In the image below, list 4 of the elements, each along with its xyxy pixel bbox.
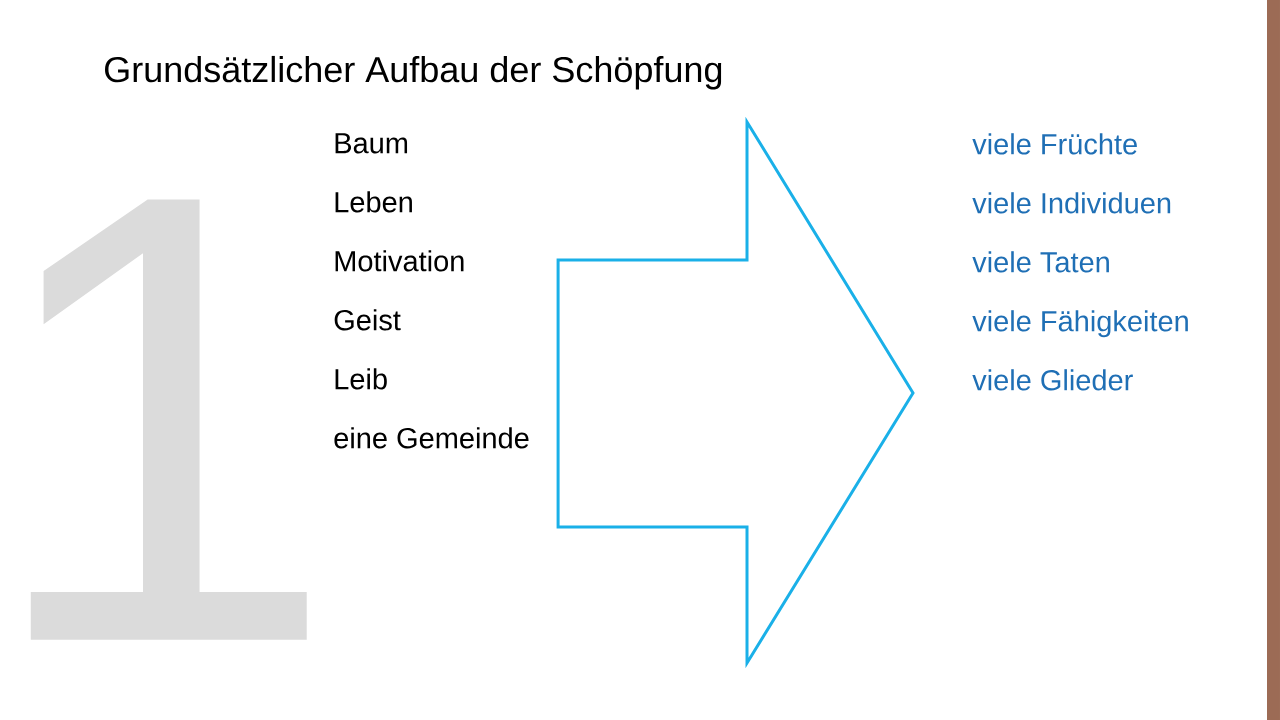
- title: Grundsätzlicher Aufbau der Schöpfung: [105, 55, 722, 90]
- word-list: viele Früchte viele Individuen viele Taten viele Fähigkeiten viele Glieder: [972, 133, 1188, 391]
- block-arrow: [556, 116, 915, 669]
- word-list: Baum Leben Motivation Geist Leib eine Gemeinde: [334, 133, 529, 449]
